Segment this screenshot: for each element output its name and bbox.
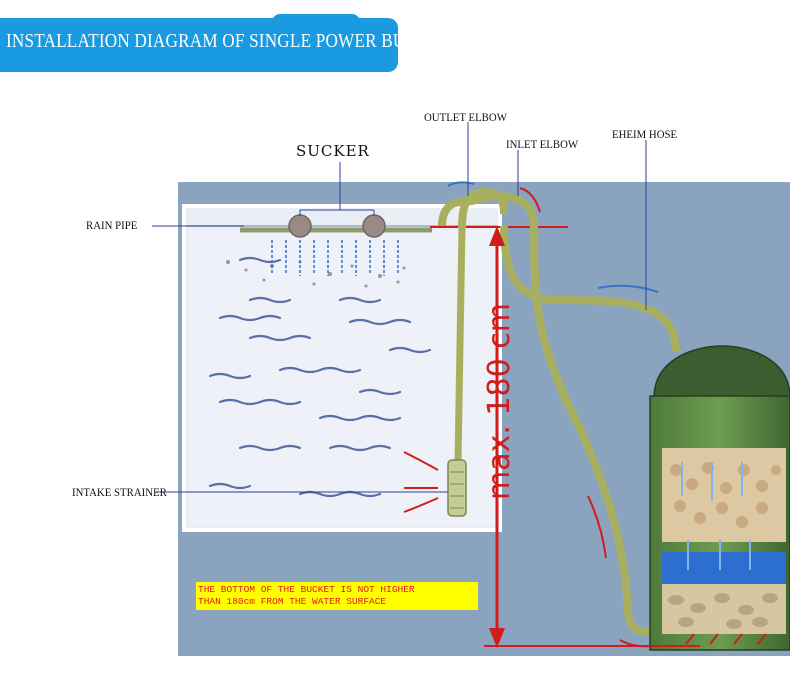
bucket-media-sponge — [662, 552, 786, 584]
intake-flow-arrows — [403, 451, 439, 513]
max-height-label: max. 180 cm — [482, 303, 517, 500]
label-sucker: SUCKER — [296, 142, 370, 160]
eheim-hose-outlet — [500, 225, 680, 353]
page-title: INSTALLATION DIAGRAM OF SINGLE POWER BUC… — [6, 30, 452, 52]
eheim-hose-inlet — [530, 225, 661, 636]
outlet-elbow — [458, 187, 508, 229]
intake-strainer — [447, 459, 467, 517]
title-banner — [0, 18, 398, 72]
label-outlet-elbow: OUTLET ELBOW — [424, 110, 507, 124]
note-line-1: THE BOTTOM OF THE BUCKET IS NOT HIGHER — [198, 584, 415, 595]
power-bucket-lid — [653, 345, 790, 399]
intake-pipe — [454, 227, 466, 463]
spray-arrows — [271, 240, 399, 276]
label-eheim-hose: EHEIM HOSE — [612, 127, 678, 141]
bucket-flow-arrows — [681, 462, 751, 570]
bucket-media-gravel — [662, 584, 786, 634]
bucket-media-ceramic — [662, 448, 786, 542]
sucker-left — [288, 214, 312, 238]
note-line-2: THAN 180cm FROM THE WATER SURFACE — [198, 596, 387, 607]
label-inlet-elbow: INLET ELBOW — [506, 137, 579, 151]
label-rain-pipe: RAIN PIPE — [86, 218, 138, 232]
leader-lines — [152, 122, 647, 493]
height-warning-note: THE BOTTOM OF THE BUCKET IS NOT HIGHER T… — [196, 582, 478, 610]
water-waves — [208, 256, 432, 498]
label-intake-strainer: INTAKE STRAINER — [72, 485, 167, 499]
inlet-elbow — [438, 191, 538, 229]
sucker-right — [362, 214, 386, 238]
